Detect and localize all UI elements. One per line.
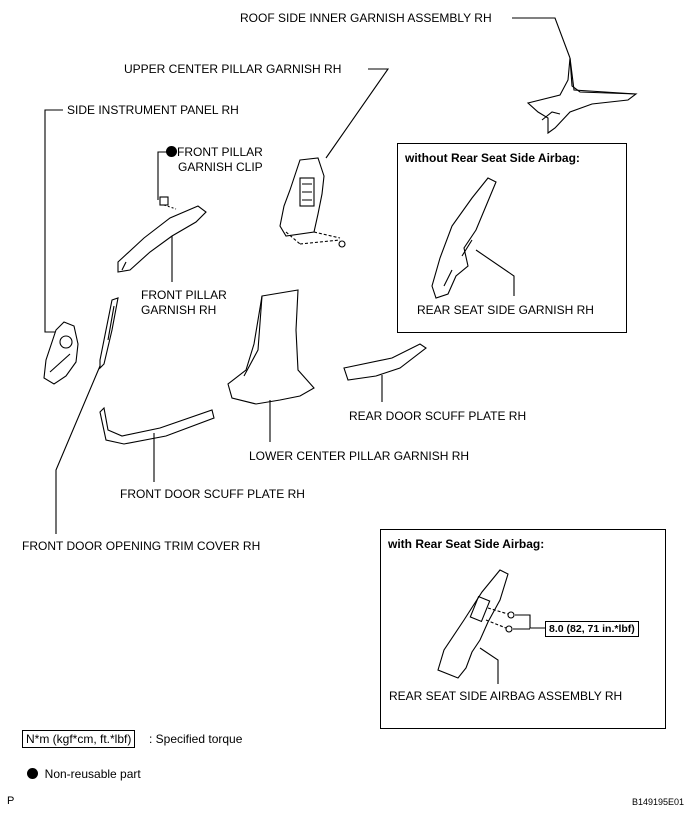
label-front-door-scuff: FRONT DOOR SCUFF PLATE RH <box>120 487 305 501</box>
leader-roof-side <box>512 17 571 59</box>
label-front-door-opening: FRONT DOOR OPENING TRIM COVER RH <box>22 539 261 553</box>
non-reusable-dot-icon <box>166 146 177 157</box>
front-pillar-garnish-part <box>117 205 207 273</box>
roof-side-garnish-part <box>526 57 638 135</box>
label-roof-side-garnish: ROOF SIDE INNER GARNISH ASSEMBLY RH <box>240 11 492 25</box>
side-instrument-panel-part <box>43 321 79 385</box>
rear-seat-side-garnish-part <box>431 177 497 299</box>
torque-spec-box: 8.0 (82, 71 in.*lbf) <box>545 621 639 637</box>
rear-door-scuff-part <box>343 343 427 381</box>
inset-without-airbag-title: without Rear Seat Side Airbag: <box>405 151 580 165</box>
legend-torque-unit: N*m (kgf*cm, ft.*lbf) <box>22 730 136 748</box>
legend-non-reusable-text: Non-reusable part <box>44 767 141 781</box>
label-upper-center-pillar: UPPER CENTER PILLAR GARNISH RH <box>124 62 342 76</box>
legend-torque-desc: : Specified torque <box>149 732 243 746</box>
leader-front-door-opening <box>55 365 101 534</box>
label-front-pillar-garnish-line1: FRONT PILLAR <box>141 288 227 302</box>
front-pillar-clip-part <box>159 196 177 210</box>
label-rear-door-scuff: REAR DOOR SCUFF PLATE RH <box>349 409 527 423</box>
label-side-instrument-panel: SIDE INSTRUMENT PANEL RH <box>67 103 239 117</box>
label-front-pillar-garnish-line2: GARNISH RH <box>141 303 217 317</box>
inset-with-airbag <box>380 529 666 729</box>
leader-rear-seat-garnish <box>475 249 515 296</box>
leader-airbag <box>479 647 499 684</box>
leader-torque-a <box>515 614 545 629</box>
label-lower-center-pillar: LOWER CENTER PILLAR GARNISH RH <box>249 449 470 463</box>
rear-seat-airbag-part <box>437 569 515 679</box>
leader-side-instrument <box>44 109 63 333</box>
leader-clip <box>157 151 176 200</box>
legend-non-reusable: Non-reusable part <box>27 767 141 781</box>
lower-center-pillar-part <box>227 289 315 405</box>
label-rear-seat-airbag: REAR SEAT SIDE AIRBAG ASSEMBLY RH <box>389 689 623 703</box>
inset-without-airbag <box>397 143 627 333</box>
leader-upper-center <box>325 68 390 159</box>
label-front-pillar-clip-line1: FRONT PILLAR <box>177 145 263 159</box>
figure-code: B149195E01 <box>632 797 685 807</box>
footer-left-mark: P <box>7 795 15 807</box>
front-door-scuff-part <box>99 406 215 445</box>
non-reusable-legend-dot-icon <box>27 768 38 779</box>
inset-with-airbag-title: with Rear Seat Side Airbag: <box>388 537 545 551</box>
upper-center-pillar-part <box>279 157 346 248</box>
front-door-opening-trim-part <box>99 297 119 370</box>
label-front-pillar-clip-line2: GARNISH CLIP <box>178 160 263 174</box>
label-front-pillar-clip: FRONT PILLAR <box>166 145 263 159</box>
label-rear-seat-side-garnish: REAR SEAT SIDE GARNISH RH <box>417 303 594 317</box>
